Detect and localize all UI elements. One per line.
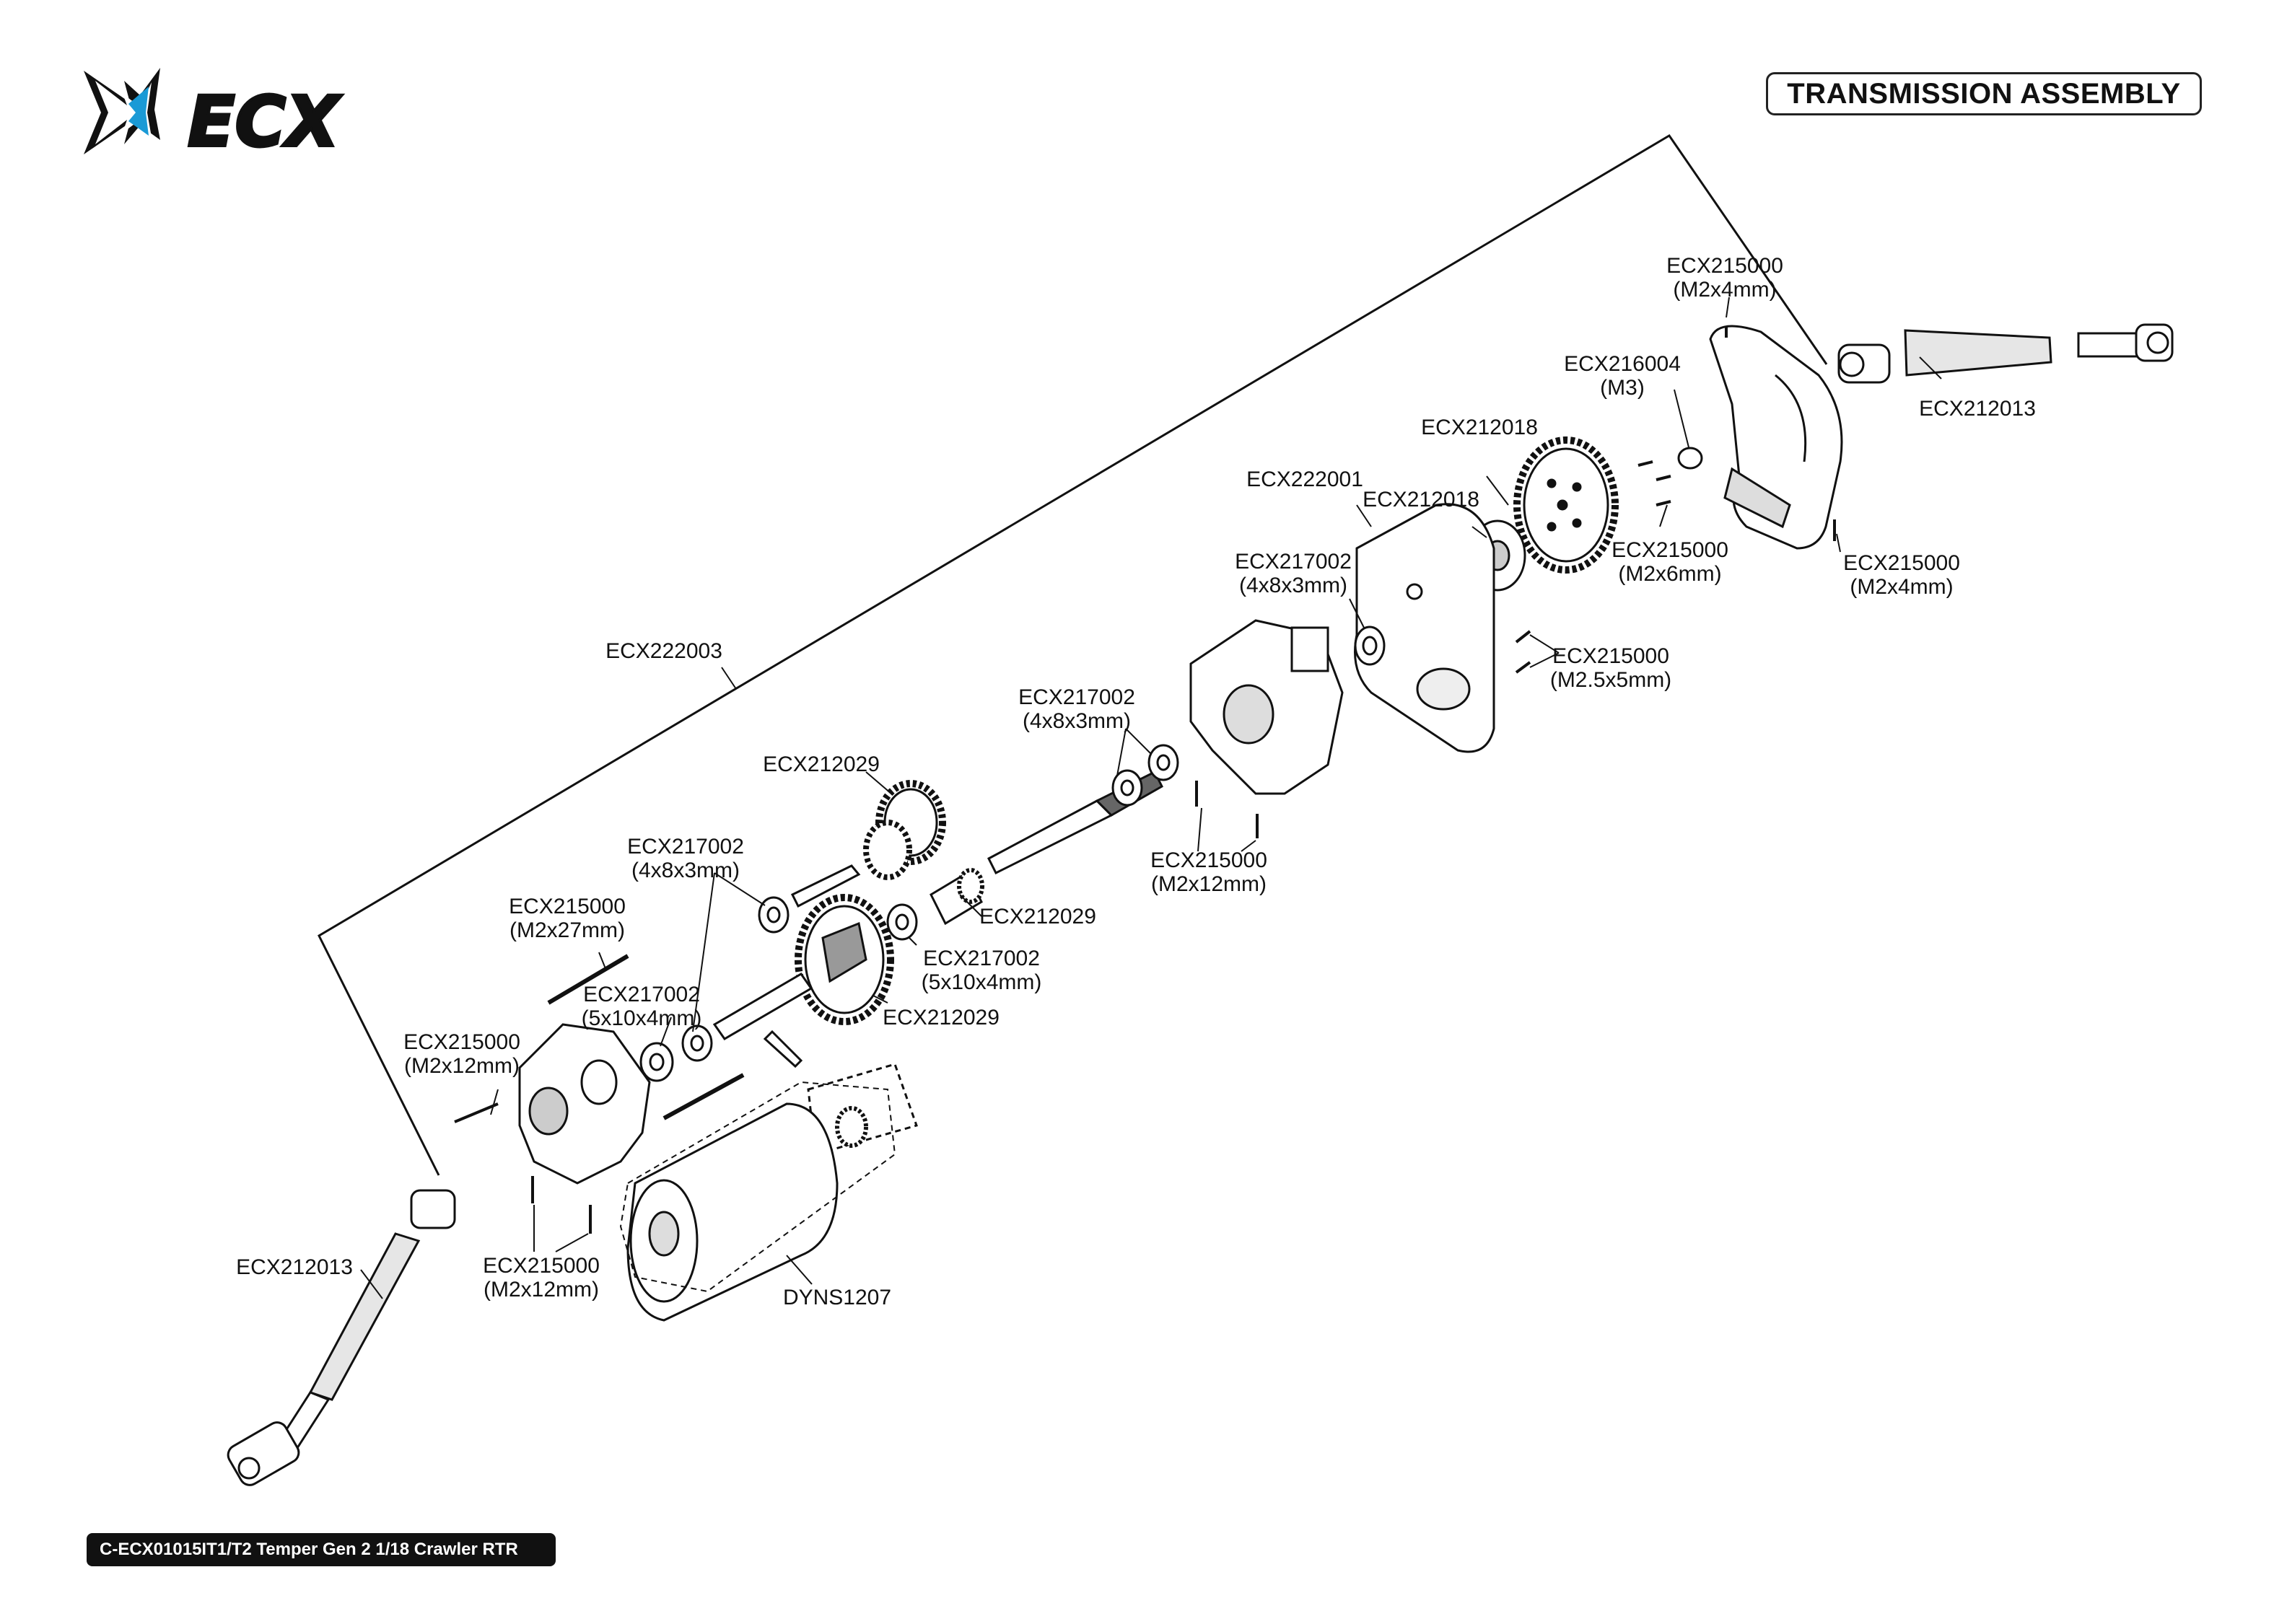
label-part-10: ECX215000(M2.5x5mm) <box>1549 644 1672 692</box>
input-shaft <box>712 973 813 1040</box>
label-part-21: ECX215000(M2x12mm) <box>403 1030 520 1078</box>
label-part-05: ECX222001 <box>1246 468 1363 491</box>
long-screw-center <box>662 1073 745 1120</box>
small-screws <box>454 326 1836 1234</box>
nut-m3 <box>1677 447 1703 470</box>
label-part-08: ECX215000(M2x4mm) <box>1843 551 1960 599</box>
label-part-03: ECX212013 <box>1919 397 2036 421</box>
spur-gear <box>1513 436 1619 574</box>
gearbox-housing <box>1189 619 1344 795</box>
page-title: TRANSMISSION ASSEMBLY <box>1766 72 2202 115</box>
leader-lines <box>360 297 1942 1299</box>
idler-gear <box>863 780 946 880</box>
label-part-11: ECX222003 <box>605 639 722 663</box>
label-part-16: ECX212029 <box>979 905 1096 929</box>
motor-plate <box>1354 503 1495 753</box>
label-part-22: ECX212013 <box>236 1255 353 1279</box>
label-part-18: ECX217002(5x10x4mm) <box>581 983 702 1030</box>
ecx-logo: ECX <box>84 68 344 164</box>
label-part-07: ECX215000(M2x6mm) <box>1612 538 1728 586</box>
logo-text: ECX <box>188 82 342 162</box>
label-part-23: ECX215000(M2x12mm) <box>483 1254 600 1302</box>
long-screw-27mm <box>547 954 629 1005</box>
drive-pin <box>763 1030 803 1068</box>
bearing-input <box>758 896 918 941</box>
label-part-06: ECX212018 <box>1363 488 1479 512</box>
label-part-20: ECX212029 <box>883 1006 1000 1030</box>
label-part-09: ECX217002(4x8x3mm) <box>1235 550 1352 597</box>
label-part-19: ECX217002(5x10x4mm) <box>921 947 1042 994</box>
label-part-15: ECX217002(4x8x3mm) <box>627 835 744 882</box>
front-housing <box>518 1023 651 1185</box>
input-gear <box>795 894 894 1025</box>
pinion-gear <box>930 868 984 926</box>
label-part-14: ECX215000(M2x12mm) <box>1150 848 1267 896</box>
label-part-01: ECX215000(M2x4mm) <box>1666 254 1783 302</box>
label-part-13: ECX212029 <box>763 752 880 776</box>
motor <box>626 1063 918 1322</box>
label-part-04: ECX212018 <box>1421 416 1538 439</box>
driveshaft-right <box>1837 323 2174 384</box>
bearing-pair <box>1111 744 1179 807</box>
assembly-bracket <box>318 133 1828 1176</box>
label-part-02: ECX216004(M3) <box>1564 352 1681 400</box>
motor-dashed-outline <box>619 1081 896 1293</box>
label-part-24: DYNS1207 <box>782 1286 892 1309</box>
driveshaft-left <box>227 1189 456 1486</box>
bearing-5x10 <box>639 1024 713 1082</box>
gear-cover <box>1709 325 1843 550</box>
idler-pin <box>790 864 861 908</box>
label-part-17: ECX215000(M2x27mm) <box>509 895 626 942</box>
bearing-plate <box>1354 626 1386 666</box>
label-part-12: ECX217002(4x8x3mm) <box>1018 685 1135 733</box>
model-footer: C-ECX01015IT1/T2 Temper Gen 2 1/18 Crawl… <box>87 1533 556 1566</box>
